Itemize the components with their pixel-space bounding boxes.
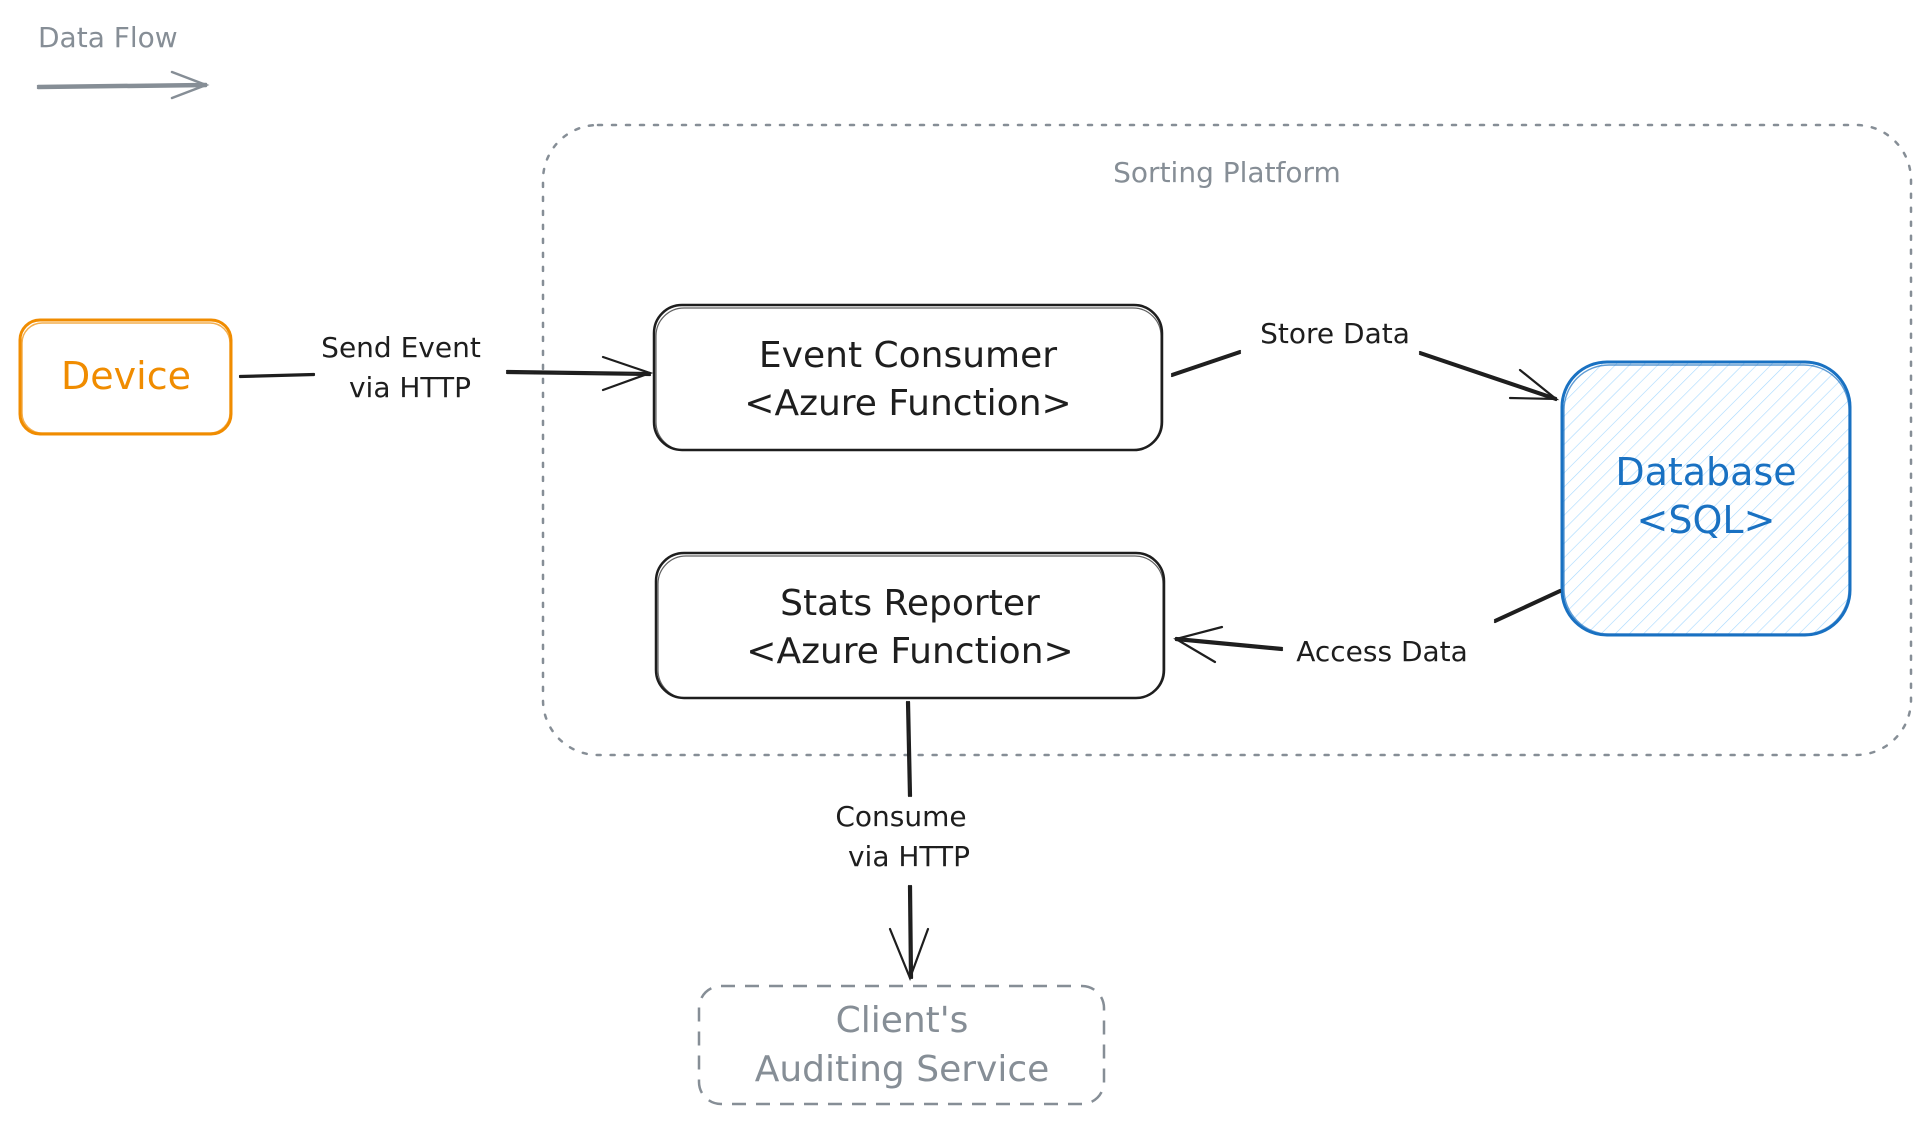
legend-arrow	[36, 70, 210, 100]
auditing-service-box	[697, 984, 1106, 1106]
auditing-service-node[interactable]: Client's Auditing Service	[697, 984, 1106, 1106]
device-box	[18, 318, 233, 436]
edge-consume-label-2: via HTTP	[848, 840, 970, 873]
database-title: Database	[1615, 450, 1796, 494]
stats-reporter-box	[654, 551, 1166, 700]
event-consumer-box	[652, 303, 1164, 452]
database-node[interactable]: Database <SQL>	[1560, 360, 1852, 637]
event-consumer-title: Event Consumer	[759, 335, 1057, 376]
edge-access-data-label: Access Data	[1296, 635, 1468, 668]
stats-reporter-title: Stats Reporter	[780, 583, 1040, 624]
edge-store-data-label: Store Data	[1260, 317, 1410, 350]
stats-reporter-node[interactable]: Stats Reporter <Azure Function>	[654, 551, 1166, 700]
legend-label: Data Flow	[38, 21, 178, 54]
sorting-platform-boundary: Sorting Platform	[541, 123, 1913, 757]
edge-send-event-label-1: Send Event	[321, 331, 481, 364]
legend: Data Flow	[36, 21, 210, 100]
auditing-service-title: Client's	[836, 1000, 969, 1041]
edge-consume-label-1: Consume	[835, 800, 966, 833]
edge-consume	[888, 700, 930, 982]
database-subtitle: <SQL>	[1637, 498, 1776, 542]
platform-title: Sorting Platform	[1113, 156, 1341, 189]
platform-frame	[541, 123, 1913, 757]
event-consumer-subtitle: <Azure Function>	[744, 383, 1071, 424]
auditing-service-subtitle: Auditing Service	[755, 1049, 1050, 1090]
edge-send-event	[238, 355, 654, 392]
edge-send-event-label-2: via HTTP	[349, 371, 471, 404]
device-node[interactable]: Device	[18, 318, 233, 436]
stats-reporter-subtitle: <Azure Function>	[746, 631, 1073, 672]
database-box	[1560, 360, 1852, 637]
event-consumer-node[interactable]: Event Consumer <Azure Function>	[652, 303, 1164, 452]
device-label: Device	[61, 354, 191, 398]
edge-store-data	[1170, 349, 1560, 402]
edge-access-data	[1173, 588, 1562, 664]
